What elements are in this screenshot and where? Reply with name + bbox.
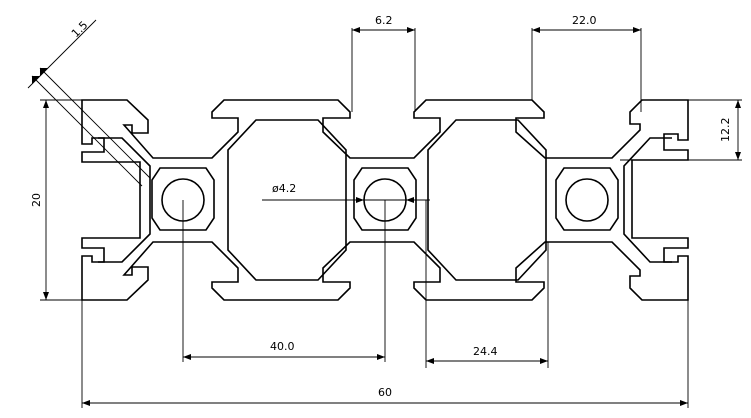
dim-slot-pitch: 22.0 xyxy=(531,14,642,112)
dim-height: 20 xyxy=(30,99,82,301)
label-height: 20 xyxy=(30,193,43,207)
slot-right xyxy=(623,137,672,263)
core-center xyxy=(353,167,417,231)
label-wall-thickness: 1.5 xyxy=(69,19,91,41)
dim-bore-spacing: 40.0 xyxy=(182,200,386,362)
label-bore-diameter: ø4.2 xyxy=(272,182,296,195)
label-cavity-width: 24.4 xyxy=(473,345,498,358)
bore-right xyxy=(565,178,609,222)
label-slot-pitch: 22.0 xyxy=(572,14,597,27)
label-slot-depth: 12.2 xyxy=(719,118,732,143)
dim-cavity-width: 24.4 xyxy=(425,200,549,368)
label-slot-opening: 6.2 xyxy=(375,14,393,27)
slot-left xyxy=(98,137,151,263)
dim-overall-width: 60 xyxy=(81,300,689,408)
core-left xyxy=(151,167,215,231)
cavity-left xyxy=(227,119,347,281)
dim-bore-diameter: ø4.2 xyxy=(262,182,430,203)
label-bore-spacing: 40.0 xyxy=(270,340,295,353)
dim-slot-opening: 6.2 xyxy=(351,14,416,112)
cavity-right xyxy=(427,119,547,281)
dim-slot-depth: 12.2 xyxy=(620,99,742,161)
core-right xyxy=(555,167,619,231)
label-overall-width: 60 xyxy=(378,386,392,399)
